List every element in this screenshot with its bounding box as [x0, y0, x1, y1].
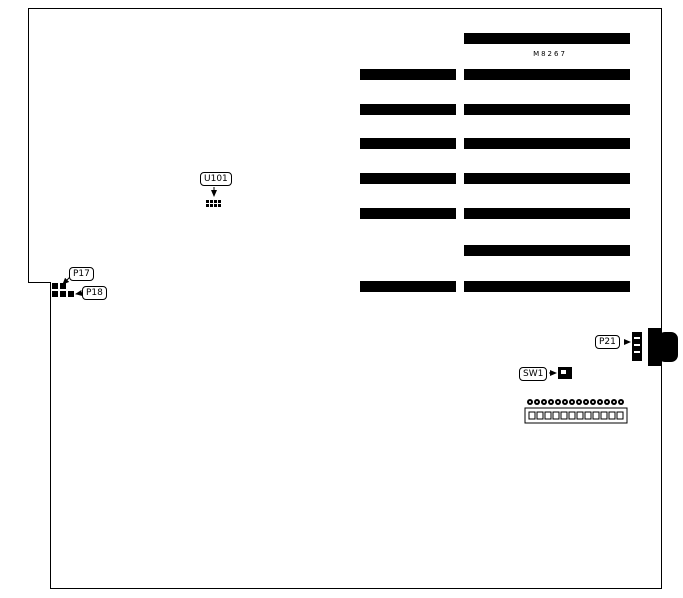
board-model-label: M8267	[533, 50, 567, 58]
board-outline	[28, 8, 662, 589]
slot-segment	[360, 281, 456, 292]
sw1-component	[558, 367, 572, 379]
slot-segment	[360, 208, 456, 219]
slot-segment	[464, 138, 630, 149]
label-p17: P17	[69, 267, 94, 281]
u101-component	[206, 200, 221, 207]
expansion-slots-left	[360, 69, 456, 292]
slot-segment	[360, 138, 456, 149]
slot-segment	[464, 33, 630, 44]
slot-segment	[464, 208, 630, 219]
label-sw1: SW1	[519, 367, 548, 381]
slot-segment	[360, 104, 456, 115]
slot-segment	[464, 104, 630, 115]
expansion-slots-right	[464, 33, 630, 292]
slot-segment	[464, 281, 630, 292]
label-p18: P18	[82, 286, 107, 300]
p17-connector	[52, 283, 66, 289]
slot-segment	[464, 245, 630, 256]
slot-segment	[464, 69, 630, 80]
keyboard-connector	[648, 328, 678, 366]
label-p21: P21	[595, 335, 620, 349]
label-u101: U101	[200, 172, 232, 186]
p18-connector	[52, 291, 74, 297]
dip-switch-block	[524, 407, 628, 424]
slot-segment	[360, 173, 456, 184]
pointer-arrows	[62, 187, 631, 376]
slot-segment	[360, 69, 456, 80]
p21-header	[632, 332, 642, 361]
slot-segment	[464, 173, 630, 184]
pad-row	[527, 399, 624, 405]
